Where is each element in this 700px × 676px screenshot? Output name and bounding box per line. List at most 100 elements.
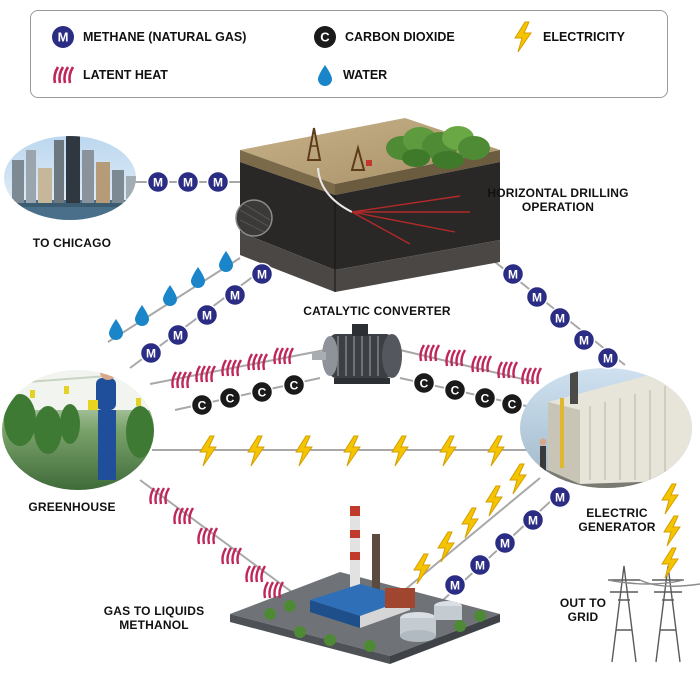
label-electric-generator: ELECTRIC GENERATOR	[566, 506, 668, 534]
latent-heat-icon	[197, 527, 219, 545]
svg-text:C: C	[198, 399, 207, 413]
water-drop-icon	[219, 251, 233, 272]
svg-text:M: M	[183, 176, 193, 190]
lightning-bolt-icon	[461, 507, 479, 539]
latent-heat-icon	[53, 66, 75, 84]
transmission-towers	[607, 565, 700, 663]
label-line: TO CHICAGO	[32, 236, 112, 250]
lightning-bolt-icon	[487, 435, 505, 467]
legend-latent-heat: LATENT HEAT	[51, 63, 168, 87]
carbon-dioxide-icon: C	[412, 371, 436, 395]
lightning-bolt-icon	[343, 435, 361, 467]
latent-heat-icon	[247, 353, 269, 371]
methane-icon: M	[206, 170, 230, 194]
svg-text:M: M	[508, 268, 518, 282]
methane-icon: M	[223, 283, 247, 307]
legend-water-label: WATER	[343, 68, 388, 82]
lightning-bolt-icon	[514, 21, 532, 53]
label-gas-to-liquids: GAS TO LIQUIDS METHANOL	[92, 604, 216, 632]
label-line: ELECTRIC	[586, 506, 648, 520]
label-line: METHANOL	[119, 618, 189, 632]
methane-icon: M	[548, 485, 572, 509]
svg-text:M: M	[230, 289, 240, 303]
latent-heat-flow	[149, 344, 543, 599]
lightning-bolt-icon	[661, 547, 679, 579]
label-out-to-grid: OUT TO GRID	[548, 596, 618, 624]
methane-icon: M	[525, 285, 549, 309]
svg-text:M: M	[603, 352, 613, 366]
carbon-dioxide-icon: C	[500, 392, 524, 416]
legend-methane: M METHANE (NATURAL GAS)	[51, 25, 246, 49]
latent-heat-icon	[171, 371, 193, 389]
svg-text:C: C	[508, 398, 517, 412]
methane-icon: M	[166, 323, 190, 347]
methane-icon: M	[195, 303, 219, 327]
label-horizontal-drilling: HORIZONTAL DRILLING OPERATION	[470, 186, 646, 214]
svg-text:C: C	[451, 384, 460, 398]
label-line: OUT TO	[559, 596, 607, 610]
greenhouse-scene	[2, 370, 154, 490]
carbon-dioxide-icon: C	[218, 386, 242, 410]
latent-heat-icon	[221, 547, 243, 565]
latent-heat-icon	[173, 507, 195, 525]
carbon-dioxide-icon: C	[250, 380, 274, 404]
methane-icon: M	[250, 262, 274, 286]
latent-heat-icon	[497, 361, 519, 379]
lightning-bolt-icon	[295, 435, 313, 467]
label-line: HORIZONTAL DRILLING	[487, 186, 629, 200]
svg-text:C: C	[481, 392, 490, 406]
svg-text:M: M	[450, 579, 460, 593]
water-drop-icon	[109, 319, 123, 340]
svg-text:C: C	[258, 386, 267, 400]
water-flow	[109, 251, 233, 340]
methane-icon: M	[572, 328, 596, 352]
lightning-bolt-icon	[391, 435, 409, 467]
methane-icon: M	[501, 262, 525, 286]
legend-methane-label: METHANE (NATURAL GAS)	[83, 30, 247, 44]
lightning-bolt-icon	[437, 531, 455, 563]
legend-co2-label: CARBON DIOXIDE	[345, 30, 455, 44]
catalytic-converter-motor	[312, 324, 402, 384]
label-line: GREENHOUSE	[28, 500, 116, 514]
svg-text:M: M	[153, 176, 163, 190]
legend: M METHANE (NATURAL GAS) C CARBON DIOXIDE…	[30, 10, 668, 98]
methane-icon: M	[596, 346, 620, 370]
carbon-dioxide-icon: C	[282, 373, 306, 397]
methane-icon: M	[548, 306, 572, 330]
legend-latent-heat-label: LATENT HEAT	[83, 68, 168, 82]
legend-water: WATER	[315, 63, 387, 87]
methane-icon: M	[52, 26, 74, 48]
legend-electricity-label: ELECTRICITY	[543, 30, 625, 44]
methane-icon: M	[443, 573, 467, 597]
lightning-bolt-icon	[413, 553, 431, 585]
water-drop-icon	[163, 285, 177, 306]
methane-icon: M	[493, 531, 517, 555]
svg-text:M: M	[528, 514, 538, 528]
carbon-dioxide-icon: C	[443, 378, 467, 402]
latent-heat-icon	[263, 581, 285, 599]
svg-text:M: M	[475, 559, 485, 573]
chicago-skyline	[4, 136, 136, 220]
methane-icon: M	[468, 553, 492, 577]
carbon-dioxide-icon: C	[473, 386, 497, 410]
label-greenhouse: GREENHOUSE	[20, 500, 124, 514]
svg-text:M: M	[555, 312, 565, 326]
label-line: GENERATOR	[578, 520, 656, 534]
svg-text:M: M	[146, 347, 156, 361]
methane-icon: M	[139, 341, 163, 365]
methanol-plant	[230, 506, 500, 664]
methane-icon: M	[521, 508, 545, 532]
label-line: GAS TO LIQUIDS	[103, 604, 205, 618]
latent-heat-icon	[149, 487, 171, 505]
generator-scene	[520, 368, 692, 488]
legend-co2: C CARBON DIOXIDE	[313, 25, 455, 49]
water-drop-icon	[191, 267, 205, 288]
svg-text:M: M	[532, 291, 542, 305]
latent-heat-icon	[245, 565, 267, 583]
svg-text:M: M	[579, 334, 589, 348]
lightning-bolt-icon	[199, 435, 217, 467]
latent-heat-icon	[273, 347, 295, 365]
